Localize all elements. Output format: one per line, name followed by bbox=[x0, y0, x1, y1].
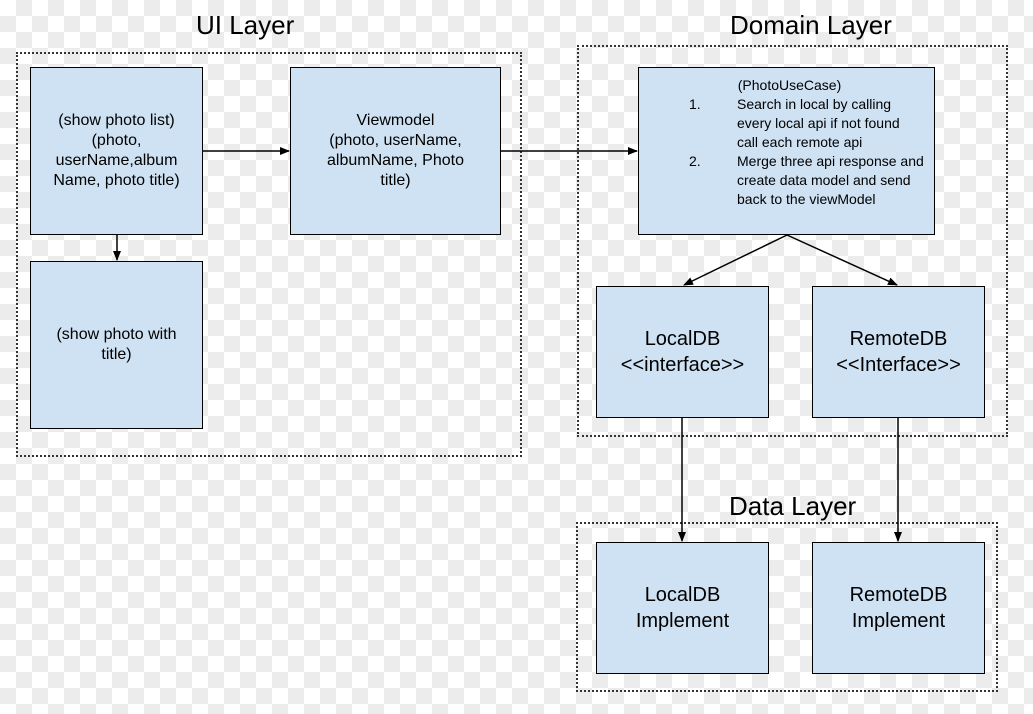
photo-usecase-box[interactable]: (PhotoUseCase) 1. Search in local by cal… bbox=[638, 67, 935, 235]
remotedb-implement-text: RemoteDB Implement bbox=[849, 584, 948, 632]
photo-usecase-steps: 1. Search in local by calling every loca… bbox=[667, 95, 924, 209]
usecase-step-1-text: Search in local by calling every local a… bbox=[737, 96, 900, 150]
photo-usecase-title: (PhotoUseCase) bbox=[737, 77, 842, 93]
remotedb-implement-box[interactable]: RemoteDB Implement bbox=[812, 542, 985, 674]
data-layer-group bbox=[576, 522, 998, 692]
localdb-interface-text: LocalDB <<interface>> bbox=[620, 328, 745, 376]
ui-layer-group bbox=[16, 52, 522, 457]
photo-list-screen-box[interactable]: (show photo list) (photo, userName,album… bbox=[30, 67, 203, 235]
photo-detail-screen-text: (show photo with title) bbox=[56, 326, 177, 363]
usecase-step-1: 1. Search in local by calling every loca… bbox=[689, 95, 924, 152]
viewmodel-box[interactable]: Viewmodel (photo, userName, albumName, P… bbox=[290, 67, 501, 235]
photo-list-screen-text: (show photo list) (photo, userName,album… bbox=[53, 112, 180, 189]
localdb-implement-box[interactable]: LocalDB Implement bbox=[596, 542, 769, 674]
remotedb-interface-box[interactable]: RemoteDB <<Interface>> bbox=[812, 286, 985, 418]
ui-layer-title: UI Layer bbox=[196, 10, 295, 40]
domain-layer-title: Domain Layer bbox=[730, 10, 892, 40]
photo-detail-screen-box[interactable]: (show photo with title) bbox=[30, 261, 203, 429]
usecase-step-2: 2. Merge three api response and create d… bbox=[689, 152, 924, 209]
localdb-implement-text: LocalDB Implement bbox=[635, 584, 730, 632]
usecase-step-2-text: Merge three api response and create data… bbox=[737, 153, 924, 207]
usecase-step-2-number: 2. bbox=[689, 153, 701, 169]
viewmodel-text: Viewmodel (photo, userName, albumName, P… bbox=[327, 112, 464, 189]
localdb-interface-box[interactable]: LocalDB <<interface>> bbox=[596, 286, 769, 418]
usecase-step-1-number: 1. bbox=[689, 96, 701, 112]
data-layer-title: Data Layer bbox=[729, 491, 857, 521]
domain-layer-group bbox=[577, 45, 1008, 437]
remotedb-interface-text: RemoteDB <<Interface>> bbox=[836, 328, 961, 376]
